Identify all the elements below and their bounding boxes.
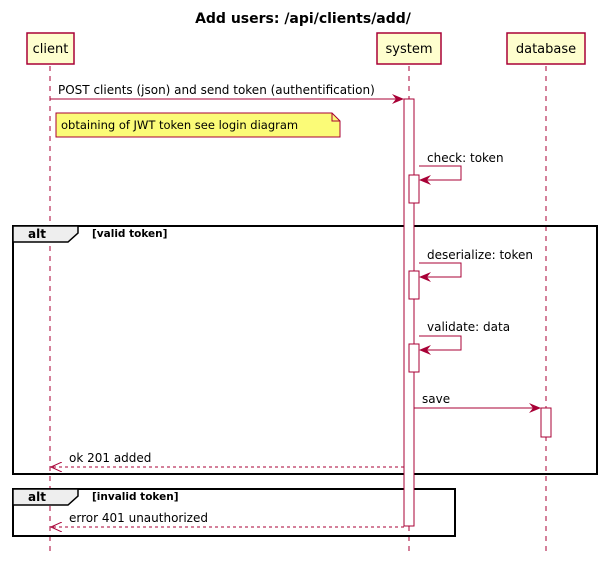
participant-system-label: system xyxy=(386,42,433,57)
message-ok-label: ok 201 added xyxy=(69,451,151,465)
activation-system-deserialize xyxy=(408,270,420,300)
participant-client-label: client xyxy=(33,42,69,57)
activation-database-save xyxy=(540,407,552,438)
message-ok-201: ok 201 added xyxy=(51,451,404,467)
message-error-label: error 401 unauthorized xyxy=(69,511,208,525)
fragment-alt-tag: alt xyxy=(28,490,46,504)
activation-system-main xyxy=(403,98,415,527)
message-save-label: save xyxy=(422,392,450,406)
message-deserialize-label: deserialize: token xyxy=(427,248,533,262)
fragment-alt-condition: [invalid token] xyxy=(92,491,179,503)
participant-system: system xyxy=(376,32,442,65)
message-post-label: POST clients (json) and send token (auth… xyxy=(58,83,375,97)
note-label: obtaining of JWT token see login diagram xyxy=(61,118,298,132)
note-jwt-token: obtaining of JWT token see login diagram xyxy=(55,112,341,138)
message-save: save xyxy=(414,392,541,413)
fragment-alt-invalid-token: alt [invalid token] xyxy=(12,488,456,537)
fragment-alt-tag: alt xyxy=(28,227,46,241)
participant-database: database xyxy=(506,32,586,65)
activation-system-validate xyxy=(408,343,420,373)
fragment-alt-condition: [valid token] xyxy=(92,228,167,240)
activation-system-check xyxy=(408,174,420,204)
diagram-title: Add users: /api/clients/add/ xyxy=(195,11,412,27)
message-check-label: check: token xyxy=(427,151,504,165)
message-validate-label: validate: data xyxy=(427,320,510,334)
participant-database-label: database xyxy=(516,42,576,57)
message-validate-data: validate: data xyxy=(419,320,510,355)
message-post-clients: POST clients (json) and send token (auth… xyxy=(50,83,404,104)
message-deserialize-token: deserialize: token xyxy=(419,248,533,282)
fragment-alt-valid-token: alt [valid token] xyxy=(12,225,598,475)
participant-client: client xyxy=(26,32,75,65)
message-error-401: error 401 unauthorized xyxy=(51,511,404,527)
message-check-token: check: token xyxy=(419,151,504,185)
